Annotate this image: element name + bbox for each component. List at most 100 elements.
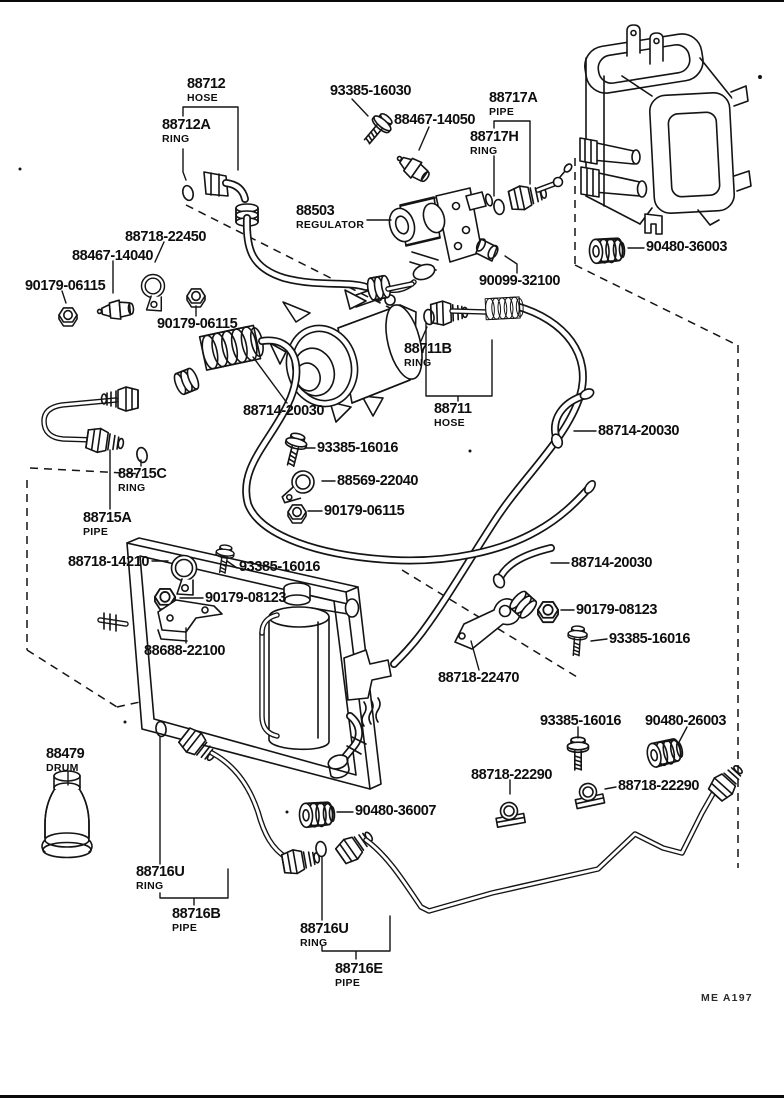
part-kind: RING [404, 356, 432, 369]
part-number: 93385-16016 [239, 559, 321, 575]
clamp-88718-22450 [140, 273, 166, 312]
clamp-88718-22290 [571, 779, 606, 810]
bolt-93385-16016 [566, 736, 590, 771]
part-number: 90179-08123 [205, 590, 287, 606]
part-label: 88718-22290 [618, 779, 699, 794]
bolt-93385-16016 [279, 430, 310, 469]
condenser [97, 537, 392, 790]
part-kind: REGULATOR [296, 218, 365, 231]
part-number: 90179-08123 [576, 602, 658, 618]
oring-88712A [180, 183, 196, 203]
part-kind: PIPE [83, 525, 109, 538]
part-label: 88718-22470 [438, 671, 519, 686]
ribbed-collar [484, 296, 525, 321]
nut-90179-06115 [186, 288, 206, 308]
part-label: 88717A PIPE [489, 90, 538, 118]
part-number: 90099-32100 [479, 273, 561, 289]
part-label: 88503 REGULATOR [296, 204, 364, 230]
part-number: 88716U [136, 864, 185, 880]
part-label: 88716U RING [300, 921, 349, 949]
union-fitting [84, 426, 126, 457]
part-number: 88714-20030 [571, 555, 653, 571]
part-number: 88718-22470 [438, 670, 520, 686]
hose-88711-assembly [429, 296, 525, 327]
part-number: 93385-16016 [540, 713, 622, 729]
union-fitting [100, 386, 139, 412]
part-number: 88714-20030 [243, 403, 325, 419]
part-kind: HOSE [187, 91, 218, 104]
part-kind: DRUM [46, 761, 79, 774]
part-label: 88714-20030 [598, 424, 679, 439]
part-label: 88569-22040 [337, 474, 418, 489]
part-number: 90179-06115 [324, 503, 405, 519]
part-label: 88467-14040 [72, 249, 153, 264]
part-number: 88716E [335, 961, 383, 977]
bolt-93385-16016 [565, 624, 589, 657]
fitting-88717A [507, 163, 573, 213]
part-kind: PIPE [172, 921, 198, 934]
nut-90179-08123 [537, 601, 559, 624]
suction-hose-main [390, 302, 587, 668]
part-label: 88718-14210 [68, 555, 149, 570]
bracket-88688-22100 [157, 599, 223, 642]
page-edge-top [0, 0, 784, 2]
part-label: 93385-16016 [540, 714, 621, 729]
hose-piece-88714-lower [492, 544, 555, 589]
leader-lines [61, 98, 688, 960]
part-number: 88569-22040 [337, 473, 419, 489]
part-label: 88467-14050 [394, 113, 475, 128]
part-label: 90099-32100 [479, 274, 560, 289]
part-number: 88712A [162, 117, 211, 133]
bottom-pipe-88716B [176, 724, 323, 877]
oring-88717H [491, 197, 507, 217]
part-kind: RING [300, 936, 328, 949]
part-kind: RING [162, 132, 190, 145]
discharge-hose-88712 [203, 171, 415, 302]
part-number: 93385-16016 [609, 631, 691, 647]
part-label: 88715A PIPE [83, 510, 132, 538]
part-label: 90179-06115 [324, 503, 405, 519]
part-number: 90179-06115 [25, 278, 106, 294]
part-kind: PIPE [489, 105, 515, 118]
part-label: 90179-08123 [576, 603, 657, 618]
part-number: 88715A [83, 510, 132, 526]
part-label: 88711B RING [404, 342, 452, 368]
hose-collar [171, 366, 202, 397]
part-label: 88716B PIPE [172, 906, 221, 934]
page-edge-bottom [0, 1095, 784, 1098]
part-label: 90179-06115 [157, 317, 238, 332]
part-kind: HOSE [434, 416, 465, 429]
part-number: 88714-20030 [598, 423, 680, 439]
part-label: 88714-20030 [571, 556, 652, 571]
union-fitting [280, 844, 323, 877]
nut-90179-06115 [287, 504, 307, 524]
part-label: 93385-16030 [330, 84, 411, 99]
part-label: 93385-16016 [317, 441, 398, 456]
suction-hose-lower [171, 323, 596, 565]
part-number: 88718-14210 [68, 554, 150, 570]
part-number: 88716U [300, 921, 349, 937]
part-label: 88479 DRUM [46, 747, 85, 774]
part-label: 88714-20030 [243, 404, 324, 419]
regulator-valve [387, 187, 494, 293]
part-number: 88718-22290 [618, 778, 700, 794]
part-number: 88716B [172, 906, 221, 922]
sensor-88467-14050 [391, 148, 434, 187]
part-number: 90480-36007 [355, 803, 437, 819]
cap-90099-32100 [475, 238, 499, 262]
sensor-88467-14040 [95, 298, 136, 322]
part-label: 88717H RING [470, 130, 519, 156]
clamp-88718-22290 [492, 799, 527, 829]
oring-88716U [314, 840, 328, 858]
part-label: 88716U RING [136, 864, 185, 891]
part-kind: PIPE [335, 976, 361, 989]
part-label: 88718-22290 [471, 768, 552, 783]
part-number: 88718-22450 [125, 229, 207, 245]
part-label: 88688-22100 [144, 644, 225, 659]
receiver-drum-88479 [41, 770, 93, 859]
part-number: 88467-14040 [72, 248, 154, 264]
part-number: 93385-16016 [317, 440, 399, 456]
part-number: 88717A [489, 90, 538, 106]
